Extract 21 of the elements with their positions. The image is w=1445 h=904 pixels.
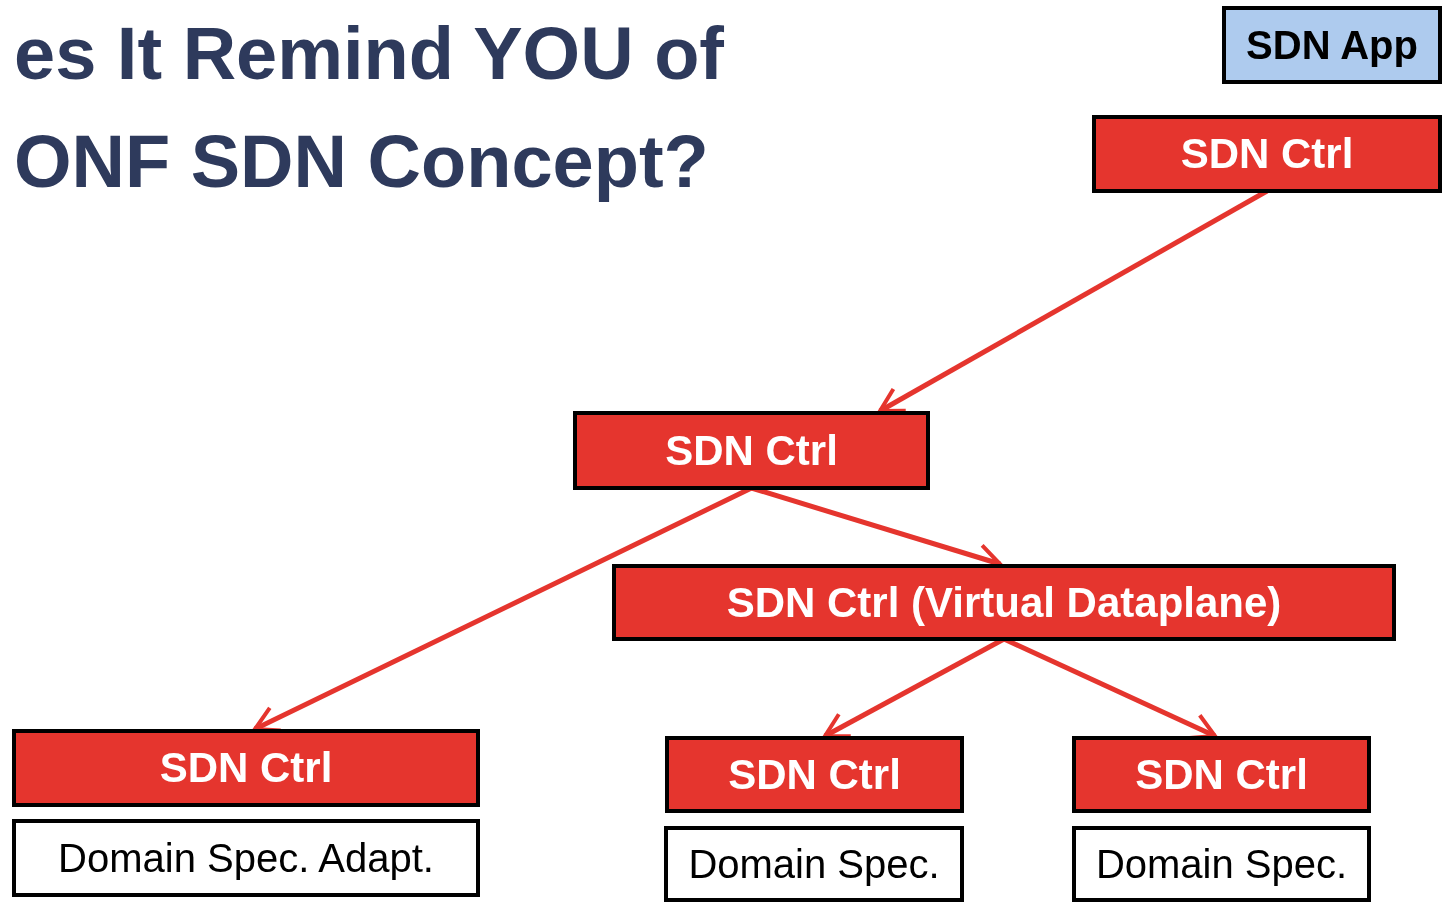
adapter-box (1072, 826, 1371, 902)
controller-box (665, 736, 964, 813)
node-label: SDN Ctrl (Virtual Dataplane) (726, 578, 1282, 627)
adapter-box (12, 819, 480, 897)
node-label: Domain Spec. (1095, 841, 1348, 887)
node-label: SDN Ctrl (1180, 130, 1354, 178)
controller-box (12, 729, 480, 807)
node-label: SDN Ctrl (1135, 750, 1308, 799)
node-label: SDN App (1246, 22, 1418, 68)
controller-box (573, 411, 930, 490)
slide-title: es It Remind YOU of ONF SDN Concept? (14, 11, 725, 205)
node-label: SDN Ctrl (728, 750, 901, 799)
controller-box (1092, 115, 1442, 193)
node-label: Domain Spec. Adapt. (58, 835, 434, 881)
controller-box (1072, 736, 1371, 813)
app-box (1222, 6, 1442, 84)
node-label: SDN Ctrl (159, 744, 333, 792)
node-label: SDN Ctrl (665, 426, 838, 475)
node-label: Domain Spec. (688, 841, 940, 887)
controller-box (612, 564, 1396, 641)
adapter-box (664, 826, 964, 902)
